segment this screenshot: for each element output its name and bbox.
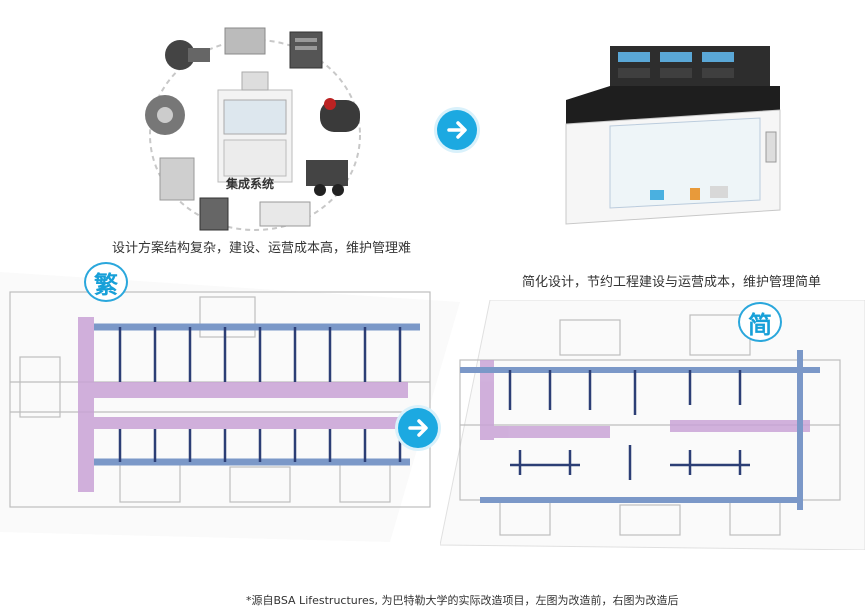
integrated-system-diagram: 集成系统 [130, 20, 380, 240]
floorplan-after-graphic [439, 299, 865, 551]
arrow-right-icon [447, 121, 467, 139]
source-footnote: *源自BSA Lifestructures, 为巴特勒大学的实际改造项目，左图为… [246, 594, 679, 607]
modular-fume-hood-image [560, 40, 790, 230]
fume-hood-icon [217, 71, 293, 183]
floorplan-before [0, 262, 460, 542]
simple-badge: 简 [738, 302, 782, 342]
compressor-icon [306, 160, 348, 196]
fan-icon [145, 95, 185, 135]
system-ring-graphic [145, 27, 361, 231]
air-unit-icon [259, 201, 311, 227]
transition-arrow-top [437, 110, 477, 150]
arrow-right-icon [408, 419, 428, 437]
modular-fume-hood-graphic [565, 46, 781, 225]
air-handler-icon [224, 27, 266, 55]
integrated-system-label: 集成系统 [226, 177, 275, 191]
control-panel-icon [199, 197, 229, 231]
transition-arrow-middle [398, 408, 438, 448]
boiler-icon [320, 98, 360, 132]
control-cabinet-icon [289, 31, 323, 69]
blower-icon [165, 40, 210, 70]
floorplan-after [439, 299, 865, 551]
simple-caption: 简化设计，节约工程建设与运营成本，维护管理简单 [522, 275, 822, 290]
complex-caption: 设计方案结构复杂，建设、运营成本高，维护管理难 [112, 241, 412, 256]
tank-icon [159, 157, 195, 201]
floorplan-before-graphic [0, 272, 460, 542]
complex-badge: 繁 [84, 262, 128, 302]
